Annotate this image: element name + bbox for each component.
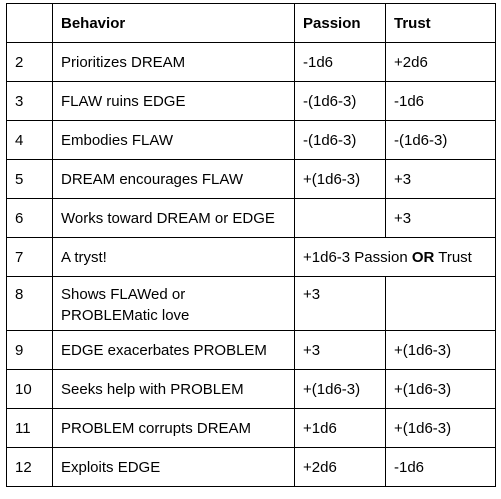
table-row: 5 DREAM encourages FLAW +(1d6-3) +3	[6, 159, 496, 199]
row-number: 9	[6, 330, 53, 370]
row-passion: -(1d6-3)	[294, 120, 386, 160]
row-passion: +3	[294, 276, 386, 331]
row-trust: +(1d6-3)	[385, 330, 496, 370]
row-combined-effect: +1d6-3 Passion OR Trust	[294, 237, 496, 277]
table-row: 2 Prioritizes DREAM -1d6 +2d6	[6, 42, 496, 82]
table-row: 7 A tryst! +1d6-3 Passion OR Trust	[6, 237, 496, 277]
row-behavior: Exploits EDGE	[52, 447, 295, 487]
row-number: 7	[6, 237, 53, 277]
row-behavior-line1: Shows FLAWed or	[61, 286, 186, 303]
row-trust: -(1d6-3)	[385, 120, 496, 160]
row-number: 4	[6, 120, 53, 160]
header-behavior: Behavior	[52, 3, 295, 43]
table-row: 12 Exploits EDGE +2d6 -1d6	[6, 447, 496, 487]
combined-pre: +1d6-3 Passion	[303, 248, 408, 266]
row-passion: +3	[294, 330, 386, 370]
row-passion: +(1d6-3)	[294, 369, 386, 409]
row-trust: -1d6	[385, 447, 496, 487]
combined-or: OR	[411, 248, 435, 266]
row-trust: +3	[385, 198, 496, 238]
behavior-table: Behavior Passion Trust 2 Prioritizes DRE…	[6, 3, 496, 487]
combined-post: Trust	[438, 248, 472, 266]
row-passion: +1d6	[294, 408, 386, 448]
row-number: 11	[6, 408, 53, 448]
row-passion: +(1d6-3)	[294, 159, 386, 199]
header-passion: Passion	[294, 3, 386, 43]
row-number: 12	[6, 447, 53, 487]
table-row: 4 Embodies FLAW -(1d6-3) -(1d6-3)	[6, 120, 496, 160]
row-behavior-line2: PROBLEMatic love	[61, 307, 190, 324]
header-number	[6, 3, 53, 43]
header-trust: Trust	[385, 3, 496, 43]
row-trust: +(1d6-3)	[385, 408, 496, 448]
row-trust: +3	[385, 159, 496, 199]
row-trust: +2d6	[385, 42, 496, 82]
row-behavior: A tryst!	[52, 237, 295, 277]
row-passion: -(1d6-3)	[294, 81, 386, 121]
row-behavior: Works toward DREAM or EDGE	[52, 198, 295, 238]
table-row: 10 Seeks help with PROBLEM +(1d6-3) +(1d…	[6, 369, 496, 409]
row-behavior: Prioritizes DREAM	[52, 42, 295, 82]
table-row: 6 Works toward DREAM or EDGE +3	[6, 198, 496, 238]
row-trust: +(1d6-3)	[385, 369, 496, 409]
row-behavior: Shows FLAWed or PROBLEMatic love	[52, 276, 295, 331]
row-behavior: FLAW ruins EDGE	[52, 81, 295, 121]
row-behavior: DREAM encourages FLAW	[52, 159, 295, 199]
table-row: 11 PROBLEM corrupts DREAM +1d6 +(1d6-3)	[6, 408, 496, 448]
row-behavior: Embodies FLAW	[52, 120, 295, 160]
row-passion: +2d6	[294, 447, 386, 487]
header-row: Behavior Passion Trust	[6, 3, 496, 43]
row-number: 3	[6, 81, 53, 121]
row-trust: -1d6	[385, 81, 496, 121]
table-row: 8 Shows FLAWed or PROBLEMatic love +3	[6, 276, 496, 331]
row-passion: -1d6	[294, 42, 386, 82]
row-number: 8	[6, 276, 53, 331]
row-number: 10	[6, 369, 53, 409]
table-row: 9 EDGE exacerbates PROBLEM +3 +(1d6-3)	[6, 330, 496, 370]
row-behavior: PROBLEM corrupts DREAM	[52, 408, 295, 448]
row-trust	[385, 276, 496, 331]
row-number: 2	[6, 42, 53, 82]
row-behavior: EDGE exacerbates PROBLEM	[52, 330, 295, 370]
table-row: 3 FLAW ruins EDGE -(1d6-3) -1d6	[6, 81, 496, 121]
row-number: 5	[6, 159, 53, 199]
row-behavior: Seeks help with PROBLEM	[52, 369, 295, 409]
row-passion	[294, 198, 386, 238]
row-number: 6	[6, 198, 53, 238]
